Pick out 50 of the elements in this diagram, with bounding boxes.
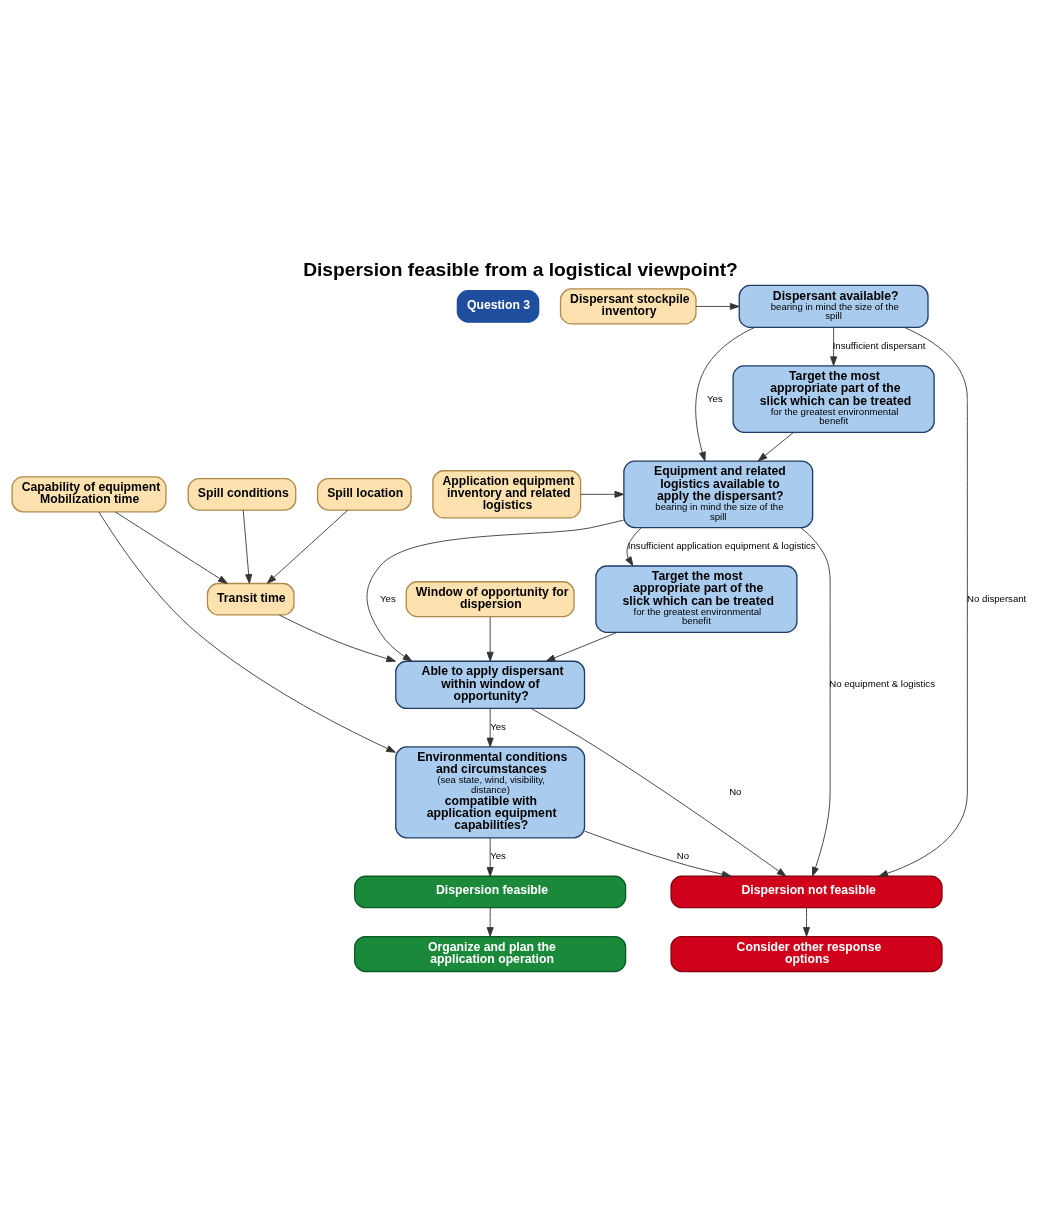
arrow [695,327,755,462]
edge-label: Insufficient application equipment & logistics [627,540,816,552]
edge-label: No [729,785,742,797]
arrow [114,511,228,584]
node-box: Transit time [206,582,295,616]
node-box: Organize and plan the application operation [354,935,627,973]
node-box: Capability of equipment Mobilization time [11,476,167,513]
node-box: Window of opportunity for dispersion [405,581,575,618]
node-box: Spill conditions [187,477,297,511]
node-box: Application equipment inventory and related logistics [432,470,582,519]
edge-label: No equipment & logistics [829,678,935,690]
arrow [530,708,787,877]
edge-label: Yes [490,850,506,862]
arrow [803,907,810,937]
edge-label: No dispersant [966,592,1027,604]
node-box: Dispersion feasible [354,875,627,909]
node-box: Dispersant available? bearing in mind the size of the spill [738,284,929,329]
arrow [486,616,494,662]
arrow [486,837,494,877]
node-box: Question 3 [456,290,540,323]
arrow [800,527,831,877]
arrow [830,327,838,367]
edge-label: No [676,850,690,862]
edge-label: Yes [380,592,396,604]
arrow [278,614,396,663]
node-box: Dispersant stockpile inventory [559,288,697,325]
arrow [878,327,968,877]
node-box: Able to apply dispersant within window of opportunity? [395,660,586,710]
node-box: Environmental conditions and circumstances (sea state, wind, visibility, distance) compatible with application equipment capabilities? [395,746,586,839]
arrow [366,519,625,662]
arrow [545,632,618,662]
edge-label: Yes [490,721,506,733]
edge-label: Yes [706,392,723,404]
arrow [242,509,253,584]
arrow [584,830,732,878]
node-box: Target the most appropriate part of the slick which can be treated for the greatest environmental benefit [732,365,935,433]
arrow [757,431,795,462]
arrow [486,708,494,748]
arrow [486,907,494,937]
node-box: Consider other response options [670,935,943,973]
node-box: Target the most appropriate part of the slick which can be treated for the greatest environmental benefit [595,565,798,634]
arrow [580,490,625,498]
arrow [625,527,642,567]
arrow [266,509,349,584]
node-box: Dispersion not feasible [670,875,943,909]
diagram-title: Dispersion feasible from a logistical viewpoint? [303,258,738,280]
node-box: Spill location [316,477,412,511]
arrow [695,302,740,310]
arrow [98,511,396,753]
node-box: Equipment and related logistics available to apply the dispersant? bearing in mind the size of the spill [623,460,814,529]
